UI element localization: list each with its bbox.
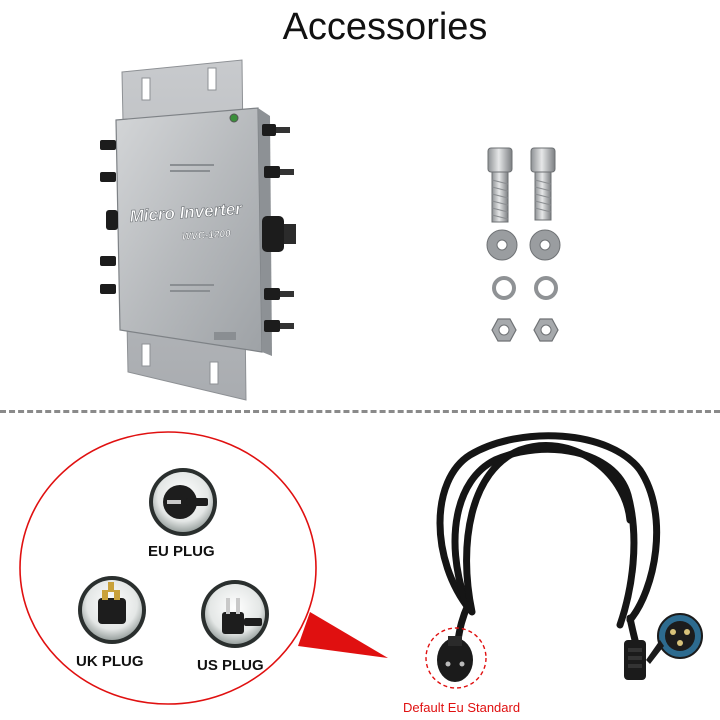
spring-washer-icon bbox=[534, 276, 558, 300]
default-eu-plug-icon bbox=[425, 627, 487, 689]
hex-nut-icon bbox=[533, 318, 559, 342]
spring-washer-icon bbox=[492, 276, 516, 300]
uk-plug-icon bbox=[78, 576, 146, 644]
washer-icon bbox=[529, 229, 561, 261]
screw-icon bbox=[530, 147, 556, 221]
uk-plug-label: UK PLUG bbox=[76, 653, 144, 670]
eu-plug-icon bbox=[149, 468, 217, 536]
eu-plug-label: EU PLUG bbox=[148, 543, 215, 560]
default-plug-caption: Default Eu Standard bbox=[403, 700, 521, 715]
us-plug-label: US PLUG bbox=[197, 657, 264, 674]
screw-icon bbox=[487, 147, 513, 223]
hex-nut-icon bbox=[491, 318, 517, 342]
ac-connector-icon bbox=[624, 613, 703, 680]
section-divider bbox=[0, 410, 720, 413]
inverter-model-text: WVC-1200 bbox=[181, 229, 231, 243]
us-plug-icon bbox=[201, 580, 269, 648]
page-title: Accessories bbox=[282, 6, 488, 48]
washer-icon bbox=[486, 229, 518, 261]
